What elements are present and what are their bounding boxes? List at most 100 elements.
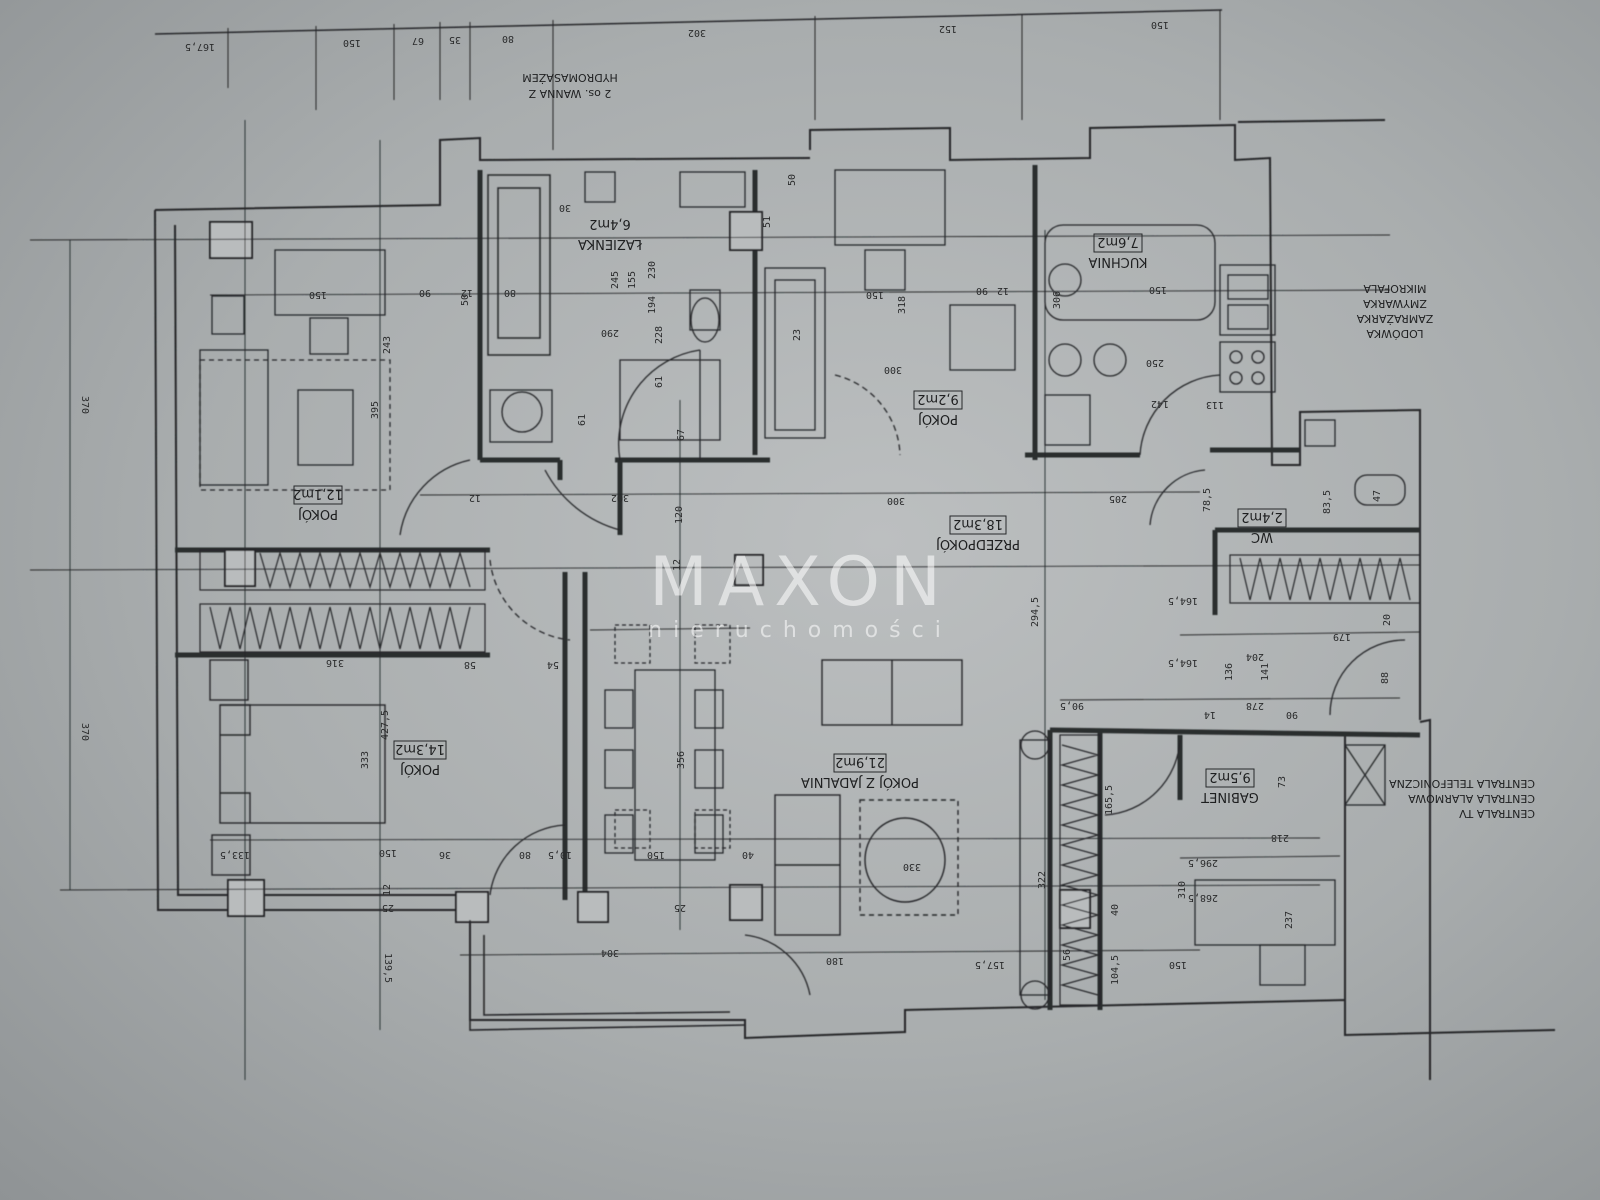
dim-label: 58 (464, 659, 476, 670)
dim-label: 310 (1177, 881, 1188, 899)
dim-label: 330 (903, 861, 921, 872)
dim-label: 322 (1037, 871, 1048, 889)
dim-label: 179 (1333, 631, 1351, 642)
top-dimension-line (154, 9, 1223, 35)
dim-label: 150 (343, 37, 361, 48)
dim-label: 136 (1224, 663, 1235, 681)
svg-text:2 os. WANNA Z: 2 os. WANNA Z (528, 87, 611, 100)
dim-label: 304 (601, 947, 619, 958)
dim-label: 51 (762, 216, 773, 228)
room-area: 2,4m2 (1241, 509, 1283, 524)
dim-label: 150 (647, 849, 665, 860)
dim-label: 180 (826, 955, 844, 966)
dim-label: 67 (412, 35, 424, 46)
room-label-pokoj-sw: POKÓJ 14,3m2 (393, 740, 447, 777)
wc-fixtures (1304, 419, 1406, 506)
dim-label: 155 (627, 271, 638, 289)
dim-label: 205 (1109, 493, 1127, 504)
note-kitchen-appliances: LODÓWKA ZAMRAŻARKA ZMYWARKA MIKROFALA (1356, 282, 1433, 340)
dim-label: 56 (1062, 949, 1073, 961)
room-area: 7,6m2 (1097, 234, 1139, 249)
dim-label: 150 (866, 289, 884, 300)
dim-label: 54 (547, 659, 559, 670)
bathtub (487, 174, 551, 356)
dim-label: 14 (1204, 709, 1216, 720)
kitchen-fixtures (1044, 224, 1276, 446)
dim-label: 12 (672, 559, 683, 571)
room-furniture-mid (834, 169, 1016, 371)
dim-label: 67 (676, 429, 687, 441)
balcony (469, 920, 746, 1031)
dim-label: 12 (997, 285, 1009, 296)
room-label-gabinet: GABINET 9,5m2 (1201, 768, 1259, 804)
dim-label: 90 (1286, 709, 1298, 720)
svg-text:CENTRALA TV: CENTRALA TV (1459, 807, 1535, 820)
top-dimension-ticks (227, 10, 1221, 150)
dim-label: 167,5 (185, 41, 215, 52)
dim-label: 194 (647, 296, 658, 314)
dim-label: 133,5 (220, 849, 250, 860)
dim-label: 12 (382, 884, 393, 896)
svg-text:MIKROFALA: MIKROFALA (1363, 282, 1426, 295)
dim-label: 88 (1380, 672, 1391, 684)
dim-label: 12 (461, 287, 473, 298)
dim-label: 80 (502, 33, 514, 44)
dim-label: 150 (1149, 284, 1167, 295)
note-bathtub: 2 os. WANNA Z HYDROMASAŻEM (522, 71, 617, 100)
room-furniture (199, 249, 391, 491)
room-name: POKÓJ Z JADALNIA (801, 774, 919, 790)
dim-label: 36 (439, 849, 451, 860)
room-area: 14,3m2 (395, 741, 445, 756)
room-area: 9,2m2 (917, 391, 959, 406)
double-bed (209, 659, 386, 876)
dim-label: 80 (504, 287, 516, 298)
dim-label: 427,5 (380, 710, 391, 740)
dim-label: 90,5 (1060, 700, 1084, 711)
dim-label: 157,5 (975, 959, 1005, 970)
dim-label: 333 (360, 751, 371, 769)
dim-label: 113 (1206, 399, 1224, 410)
room-name: POKÓJ (298, 506, 338, 522)
dim-label: 370 (79, 396, 90, 414)
dim-label: 80 (519, 849, 531, 860)
top-dimension-labels: 167,5 150 67 35 80 302 152 150 (185, 19, 1169, 52)
dim-label: 230 (647, 261, 658, 279)
svg-text:CENTRALA ALARMOWA: CENTRALA ALARMOWA (1408, 792, 1535, 805)
dim-label: 250 (1146, 357, 1164, 368)
office-furniture (1194, 744, 1386, 986)
dim-label: 318 (897, 296, 908, 314)
room-name: POKÓJ (918, 411, 958, 427)
dim-label: 120 (674, 506, 685, 524)
inner-dimension-lines (29, 120, 1421, 1080)
dim-label: 90 (419, 287, 431, 298)
dining-set (604, 624, 731, 861)
dim-label: 302 (688, 27, 706, 38)
room-name: KUCHNIA (1088, 254, 1147, 269)
living-furniture (774, 659, 963, 936)
dim-label: 40 (742, 849, 754, 860)
room-label-kuchnia: KUCHNIA 7,6m2 (1088, 233, 1148, 269)
room-label-pokoj-mid: POKÓJ 9,2m2 (913, 390, 963, 427)
dim-label: 164,5 (1168, 657, 1198, 668)
room-area: 12,1m2 (293, 486, 343, 501)
dim-label: 150 (1169, 959, 1187, 970)
dim-label: 245 (610, 271, 621, 289)
dim-label: 356 (676, 751, 687, 769)
room-label-pokoj-nw: POKÓJ 12,1m2 (293, 485, 343, 522)
dim-label: 23 (792, 329, 803, 341)
dim-label: 204 (1246, 651, 1264, 662)
note-central-units: CENTRALA TV CENTRALA ALARMOWA CENTRALA T… (1389, 777, 1535, 820)
svg-text:HYDROMASAŻEM: HYDROMASAŻEM (522, 71, 617, 84)
dim-label: 268,5 (1188, 892, 1218, 903)
exterior-walls (154, 119, 1556, 1080)
dim-label: 141 (1260, 663, 1271, 681)
dim-label: 237 (1284, 911, 1295, 929)
room-labels: POKÓJ 12,1m2 ŁAZIENKA 6,4m2 POKÓJ 9,2m2 … (293, 216, 1287, 804)
room-name: WC (1251, 529, 1273, 544)
dim-label: 395 (370, 401, 381, 419)
dim-label: 152 (939, 23, 957, 34)
wardrobes (199, 549, 1421, 1006)
dim-label: 150 (379, 847, 397, 858)
dim-label: 218 (1271, 832, 1289, 843)
dim-label: 78,5 (1202, 488, 1213, 512)
